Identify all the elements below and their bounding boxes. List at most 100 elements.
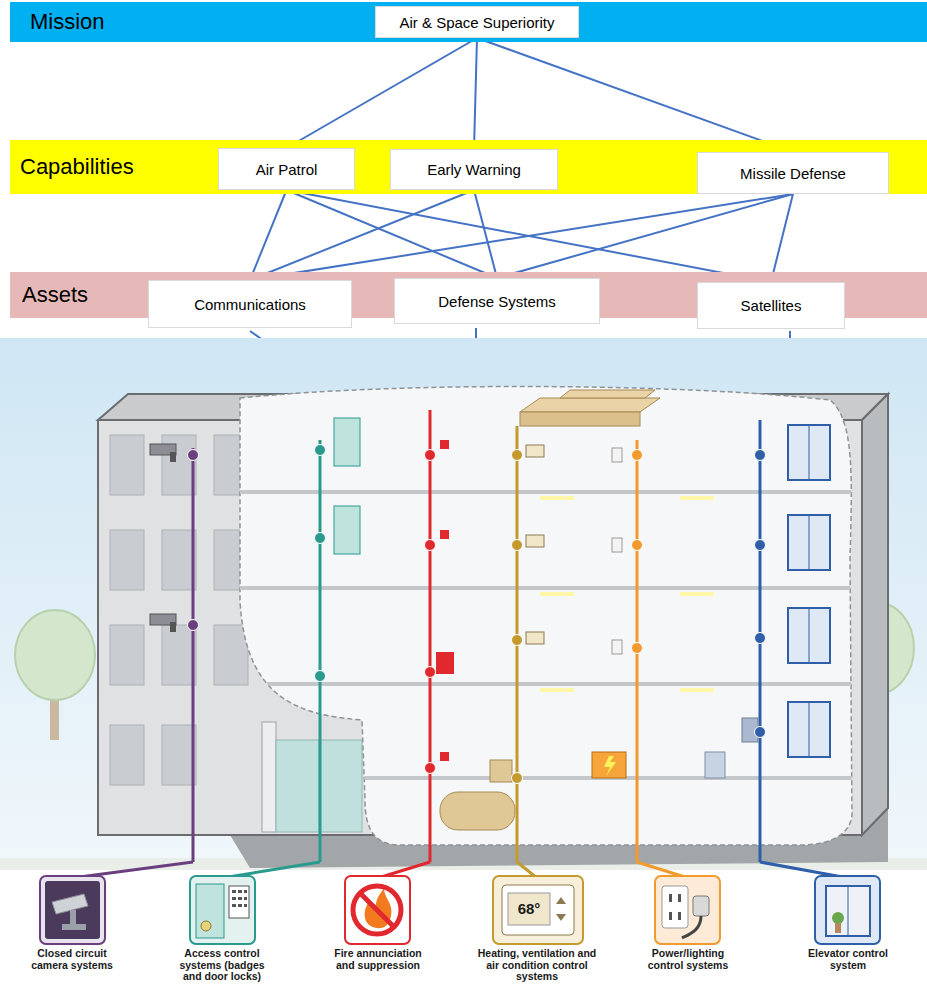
- cutaway-interior: [680, 592, 714, 596]
- capability-box: Air Patrol: [218, 148, 355, 190]
- fire-system: [425, 540, 436, 551]
- system-caption: Access control systems (badges and door …: [170, 948, 274, 983]
- hvac-system: [526, 445, 544, 457]
- roof-unit: [520, 412, 640, 426]
- asset-box: Communications: [148, 280, 352, 328]
- thermostat-icon: [493, 876, 583, 944]
- power-icon: [678, 894, 681, 902]
- camera-icon: [40, 876, 105, 944]
- elevator-icon: [815, 876, 880, 944]
- hvac-system: [512, 426, 545, 878]
- power-system: [632, 540, 643, 551]
- hvac-system: [512, 450, 523, 461]
- thermostat-icon: [556, 897, 566, 904]
- power-icon: [655, 876, 720, 944]
- system-caption: Fire annunciation and suppression: [328, 948, 428, 971]
- hvac-system: [512, 540, 523, 551]
- hvac-system: [526, 632, 544, 644]
- box-label: Satellites: [741, 297, 802, 314]
- system-caption: Power/lighting control systems: [641, 948, 735, 971]
- link-line: [477, 38, 793, 152]
- elevator-system: [809, 608, 810, 663]
- system-caption-text: Elevator control system: [806, 948, 890, 971]
- fire-icon: [345, 876, 410, 944]
- access-system: [334, 418, 360, 466]
- basement-equipment: [440, 752, 725, 830]
- elevator-system: [788, 515, 830, 570]
- box-label: Missile Defense: [740, 165, 846, 182]
- fire-system: [425, 450, 436, 461]
- hvac-system: [512, 635, 523, 646]
- trees: [15, 610, 95, 700]
- mission-band: Mission Air & Space Superiority: [10, 2, 927, 42]
- system-caption-text: Heating, ventilation and air condition c…: [475, 948, 599, 983]
- hvac-system: [526, 535, 544, 547]
- elevator-system: [755, 540, 766, 551]
- elevator-system: [788, 702, 830, 757]
- access-icon: [201, 921, 211, 931]
- fire-icon: [345, 876, 410, 944]
- roof-unit: [520, 390, 660, 426]
- access-system: [315, 533, 326, 544]
- camera-system: [192, 448, 195, 862]
- power-system: [612, 538, 622, 552]
- thermostat-reading-text: 68°: [508, 900, 550, 918]
- access-system: [222, 418, 360, 878]
- access-icon: [238, 904, 242, 907]
- link-line: [250, 190, 474, 280]
- cutaway-interior: [540, 496, 714, 692]
- access-icon: [238, 890, 242, 893]
- link-line: [497, 194, 793, 278]
- cutaway-interior: [680, 688, 714, 692]
- fire-system: [429, 410, 432, 862]
- system-caption-text: Fire annunciation and suppression: [328, 948, 428, 971]
- access-icon: [232, 890, 247, 907]
- box-label: Air & Space Superiority: [399, 14, 554, 31]
- cutaway-interior: [235, 586, 860, 590]
- access-icon: [244, 904, 247, 907]
- access-icon: [232, 904, 236, 907]
- hvac-system: [512, 773, 523, 784]
- access-icon: [196, 884, 224, 938]
- basement-equipment: [705, 752, 725, 778]
- access-icon: [229, 886, 249, 918]
- thermostat-reading: 68°: [508, 900, 550, 918]
- windows: [110, 435, 144, 495]
- cutaway-interior: [235, 492, 860, 778]
- entrance: [262, 722, 362, 832]
- link-line: [287, 190, 498, 278]
- fire-system: [378, 410, 454, 878]
- cutaway-interior: [540, 592, 574, 596]
- access-icon: [190, 876, 255, 944]
- power-system: [612, 448, 622, 462]
- fire-system: [440, 530, 449, 539]
- access-system: [319, 440, 322, 862]
- power-icon: [669, 912, 672, 920]
- thermostat-icon: [493, 876, 583, 944]
- fire-icon: [353, 886, 401, 934]
- power-icon: [662, 886, 688, 928]
- roof-unit: [520, 398, 660, 412]
- system-caption-text: Power/lighting control systems: [641, 948, 735, 971]
- asset-box: Defense Systems: [394, 278, 600, 324]
- access-system: [315, 445, 326, 456]
- link-line: [287, 38, 478, 148]
- basement-equipment: [592, 752, 626, 778]
- elevator-system: [809, 515, 810, 570]
- thermostat-icon: [502, 885, 574, 935]
- elevator-system: [809, 702, 810, 757]
- power-icon: [682, 916, 701, 938]
- link-line: [771, 194, 793, 282]
- basement-equipment: [490, 760, 512, 782]
- asset-box: Satellites: [697, 282, 845, 329]
- band-label: Mission: [30, 9, 105, 35]
- fire-icon: [360, 893, 394, 927]
- link-line: [474, 190, 497, 278]
- system-caption-text: Closed circuit camera systems: [22, 948, 122, 971]
- power-system: [632, 643, 643, 654]
- access-icon: [232, 897, 236, 900]
- sky-ground: [0, 338, 927, 870]
- access-icon: [232, 890, 236, 893]
- building: [862, 394, 888, 835]
